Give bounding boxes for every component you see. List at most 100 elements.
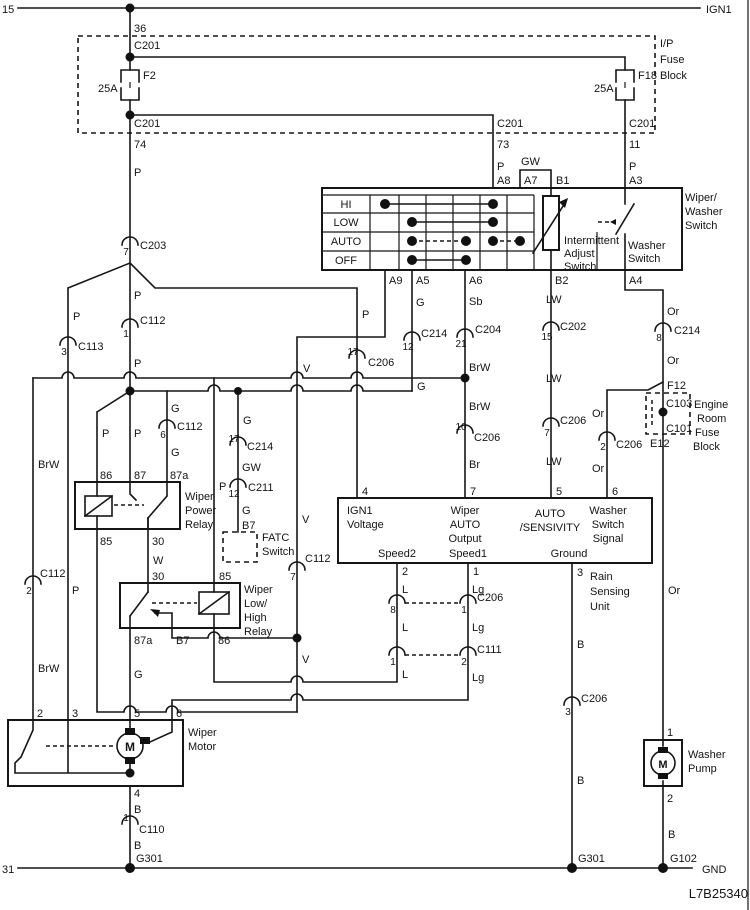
wire-label: Fuse bbox=[660, 54, 684, 66]
wire-label: B7 bbox=[176, 635, 189, 647]
wire-label: 1 bbox=[667, 727, 673, 739]
connector-arc bbox=[542, 417, 560, 427]
wire-label: B bbox=[134, 804, 141, 816]
contact-dot bbox=[461, 236, 471, 246]
wire-label: 3 bbox=[577, 567, 583, 579]
wire-label: C206 bbox=[581, 693, 607, 705]
contact-dot bbox=[407, 255, 417, 265]
wire-label: B bbox=[134, 840, 141, 852]
wire-label: A3 bbox=[629, 175, 642, 187]
wire-label: P bbox=[219, 481, 226, 493]
contact-dot bbox=[515, 236, 525, 246]
wire-label: GW bbox=[242, 462, 262, 474]
switch-position-label: LOW bbox=[333, 217, 359, 229]
wire-label: Or bbox=[668, 585, 681, 597]
wire-label: G bbox=[242, 505, 251, 517]
wire-label: C201 bbox=[629, 118, 655, 130]
wire-label: Switch bbox=[564, 261, 596, 273]
wire-label: P bbox=[134, 290, 141, 302]
wire-label: Lg bbox=[472, 584, 484, 596]
wire-label: Washer bbox=[628, 240, 666, 252]
wire-label: Or bbox=[592, 408, 605, 420]
wire-label: P bbox=[134, 428, 141, 440]
fuse-f18 bbox=[615, 69, 635, 101]
wire-label: BrW bbox=[38, 459, 60, 471]
wire-label: B7 bbox=[242, 520, 255, 532]
connector-arc bbox=[158, 419, 176, 429]
connector-arc bbox=[348, 349, 366, 359]
wire-label: A6 bbox=[469, 275, 482, 287]
wire-label: 7 bbox=[470, 486, 476, 498]
contact-dot bbox=[488, 199, 498, 209]
wiper-low-high-relay bbox=[119, 582, 241, 629]
wire-label: C202 bbox=[560, 321, 586, 333]
connector-arc bbox=[654, 322, 672, 332]
wire-label: /SENSIVITY bbox=[520, 522, 581, 534]
wire-label: C206 bbox=[368, 357, 394, 369]
intermittent-adjust-switch bbox=[531, 187, 568, 271]
wire-label: Washer bbox=[688, 749, 726, 761]
contact-dot bbox=[407, 236, 417, 246]
connector-pin-number: 17 bbox=[347, 347, 359, 358]
rain-sensing-unit bbox=[337, 497, 653, 564]
wire-label: Switch bbox=[685, 220, 717, 232]
wire-label: 85 bbox=[100, 536, 112, 548]
wire-label: F12 bbox=[667, 380, 686, 392]
connector-pin-number: 17 bbox=[228, 434, 240, 445]
wire-label: Wiper bbox=[244, 584, 273, 596]
wire-label: Wiper bbox=[451, 505, 480, 517]
wire-label: BrW bbox=[469, 401, 491, 413]
wire-label: 25A bbox=[594, 83, 614, 95]
wire-label: L bbox=[402, 584, 408, 596]
wire-label: Intermittent bbox=[564, 235, 619, 247]
wire-label: Ground bbox=[551, 548, 588, 560]
ip-fuse-block bbox=[77, 35, 656, 134]
wire-label: LW bbox=[546, 456, 562, 468]
connector-pin-number: 1 bbox=[123, 813, 129, 824]
wire-label: Switch bbox=[262, 546, 294, 558]
labels: 36C201F225AC20174F1825AC20111C20173I/PFu… bbox=[37, 23, 728, 865]
wire-label: Speed1 bbox=[449, 548, 487, 560]
wire-label: BrW bbox=[38, 663, 60, 675]
wire-label: 87a bbox=[170, 470, 189, 482]
wiper-motor: M bbox=[7, 719, 184, 787]
junction-dots bbox=[125, 3, 668, 873]
wire-label: E12 bbox=[650, 438, 670, 450]
wire-label: IGN1 bbox=[347, 505, 373, 517]
washer-pump: M bbox=[643, 739, 683, 787]
connector-pin-number: 21 bbox=[455, 339, 467, 350]
wire-label: Engine bbox=[694, 399, 728, 411]
wire-label: 4 bbox=[134, 788, 140, 800]
wire-label: L bbox=[402, 669, 408, 681]
wire-label: Pump bbox=[688, 763, 717, 775]
pump-m-symbol: M bbox=[658, 759, 667, 771]
wire-label: 2 bbox=[37, 708, 43, 720]
wire-label: Washer bbox=[685, 206, 723, 218]
wire-label: C112 bbox=[140, 315, 165, 327]
connector-arc bbox=[456, 328, 474, 338]
wire-label: C112 bbox=[177, 421, 202, 433]
connector-pin-number: 10 bbox=[455, 422, 467, 433]
wire-label: V bbox=[303, 363, 311, 375]
connector-arc bbox=[456, 424, 474, 434]
connector-arc bbox=[121, 236, 139, 246]
connector-pin-number: 2 bbox=[26, 586, 32, 597]
wire-label: C204 bbox=[475, 324, 501, 336]
connector-arc bbox=[121, 318, 139, 328]
contact-dot bbox=[380, 199, 390, 209]
wire-label: A8 bbox=[497, 175, 510, 187]
wire-label: I/P bbox=[660, 38, 673, 50]
wire-label: GW bbox=[521, 156, 541, 168]
wire-label: Sensing bbox=[590, 586, 630, 598]
wire-label: C101 bbox=[666, 423, 692, 435]
connector-arc bbox=[598, 431, 616, 441]
wire-label: 86 bbox=[218, 635, 230, 647]
connector-pin-number: 12 bbox=[228, 489, 240, 500]
rail-31-label: 31 bbox=[2, 864, 14, 876]
wire-label: Lg bbox=[472, 672, 484, 684]
wire-label: 30 bbox=[152, 571, 164, 583]
wire-label: C111 bbox=[477, 644, 502, 656]
wire-label: BrW bbox=[469, 362, 491, 374]
wire-label: W bbox=[153, 555, 164, 567]
